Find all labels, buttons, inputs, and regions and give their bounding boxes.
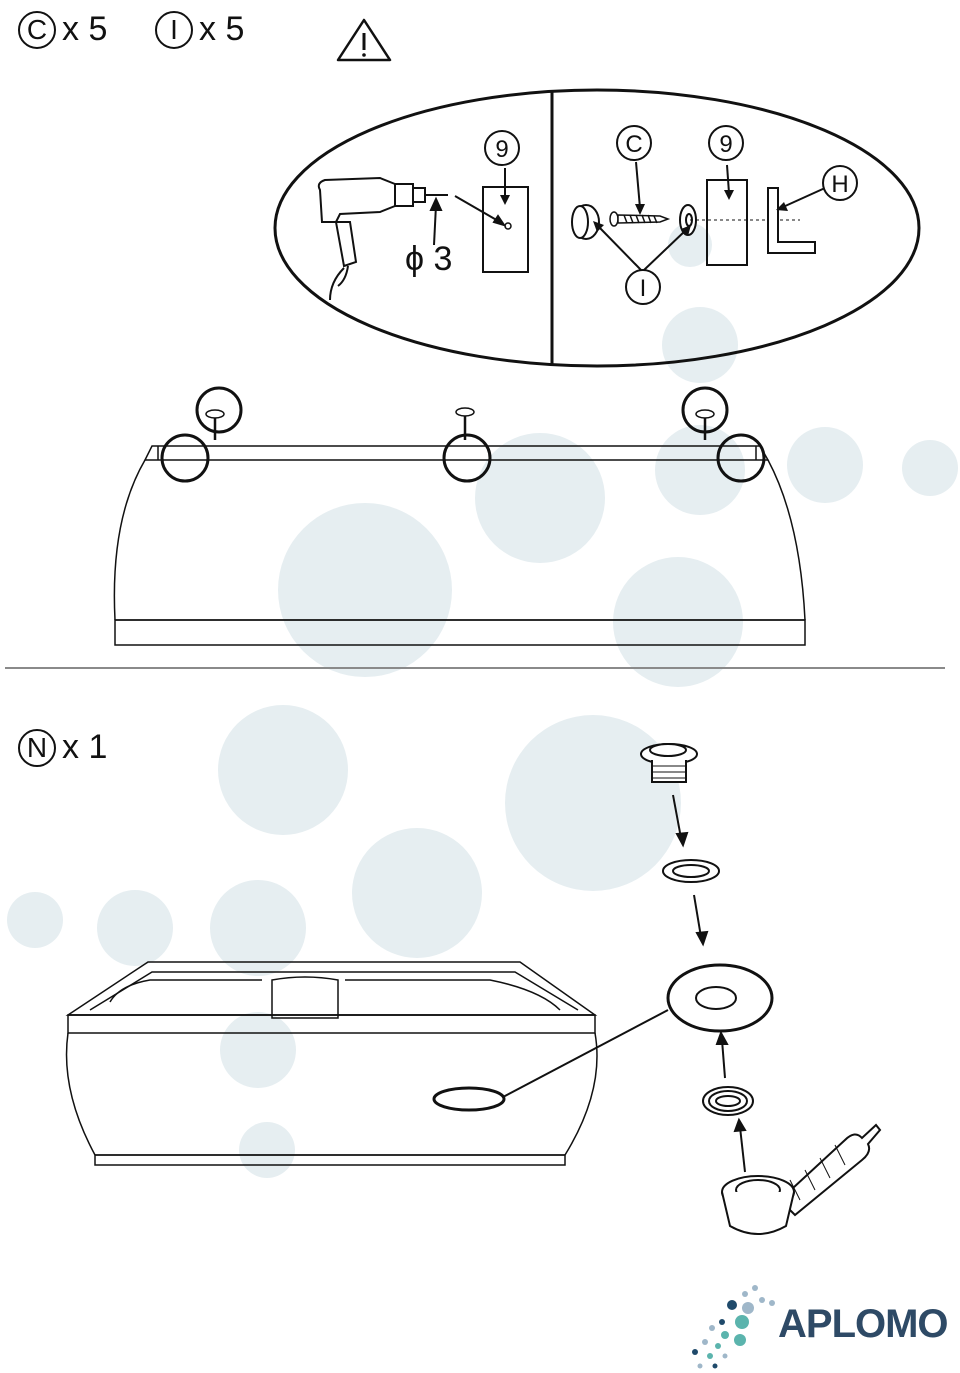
arrow-i-to-cap <box>597 225 642 271</box>
arrow-h <box>782 187 826 208</box>
logo-wordmark: APLOMO <box>778 1302 949 1346</box>
label-h: H <box>822 165 858 201</box>
assembly-arrows-bottom <box>672 794 747 1173</box>
highlight-circles-top <box>160 386 766 483</box>
panel-arrowhead-left <box>500 195 510 205</box>
drill-size-label: ϕ 3 <box>405 240 452 278</box>
background-bubbles <box>7 223 958 1178</box>
label-9-right-text: 9 <box>719 131 732 158</box>
label-9-left: 9 <box>484 130 520 166</box>
part-i-letter: I <box>155 10 193 49</box>
wall-panel-right <box>706 179 748 266</box>
warning-triangle-icon <box>336 18 392 62</box>
bathtub-bottom <box>65 961 598 1166</box>
parts-c-count: C x 5 <box>18 10 107 49</box>
logo-dots-icon <box>692 1285 775 1369</box>
arrowhead-9-right <box>724 190 734 200</box>
arrow-i-to-washer <box>643 229 687 271</box>
arrow-9-right <box>726 164 730 194</box>
drain-outlet-highlight <box>432 963 774 1112</box>
label-9-right: 9 <box>708 125 744 161</box>
drill-direction-arrow <box>454 195 507 227</box>
label-h-text: H <box>831 171 848 198</box>
label-i: I <box>625 269 661 305</box>
label-c: C <box>616 125 652 161</box>
arrowhead-c <box>635 204 645 215</box>
label-i-text: I <box>640 275 647 302</box>
part-n-letter: N <box>18 728 56 767</box>
parts-n-count: N x 1 <box>18 728 107 767</box>
seal-washer-icon <box>702 1086 754 1116</box>
drain-plug-icon <box>640 743 698 783</box>
bracket-h-icon <box>767 187 816 254</box>
drill-icon <box>317 176 448 301</box>
hole-size-arrow <box>429 196 443 246</box>
arrowhead-i-washer <box>681 225 691 236</box>
arrowhead-i-cap <box>593 221 604 232</box>
part-c-count-text: x 5 <box>62 10 108 48</box>
part-n-count-text: x 1 <box>62 728 108 766</box>
screw-icon <box>609 211 671 227</box>
detail-callout <box>273 88 921 368</box>
arrowhead-h <box>776 202 788 211</box>
part-c-letter: C <box>18 10 56 49</box>
part-i-count-text: x 5 <box>199 10 245 48</box>
label-c-text: C <box>625 131 642 158</box>
drain-trap-icon <box>721 1123 882 1235</box>
bathtub-panel-top <box>113 445 806 646</box>
screw-cap-icon <box>571 204 600 240</box>
label-9-left-text: 9 <box>495 136 508 163</box>
gasket-ring-icon <box>662 859 720 883</box>
parts-i-count: I x 5 <box>155 10 244 49</box>
arrow-c <box>635 161 641 209</box>
drill-hole <box>504 222 512 230</box>
